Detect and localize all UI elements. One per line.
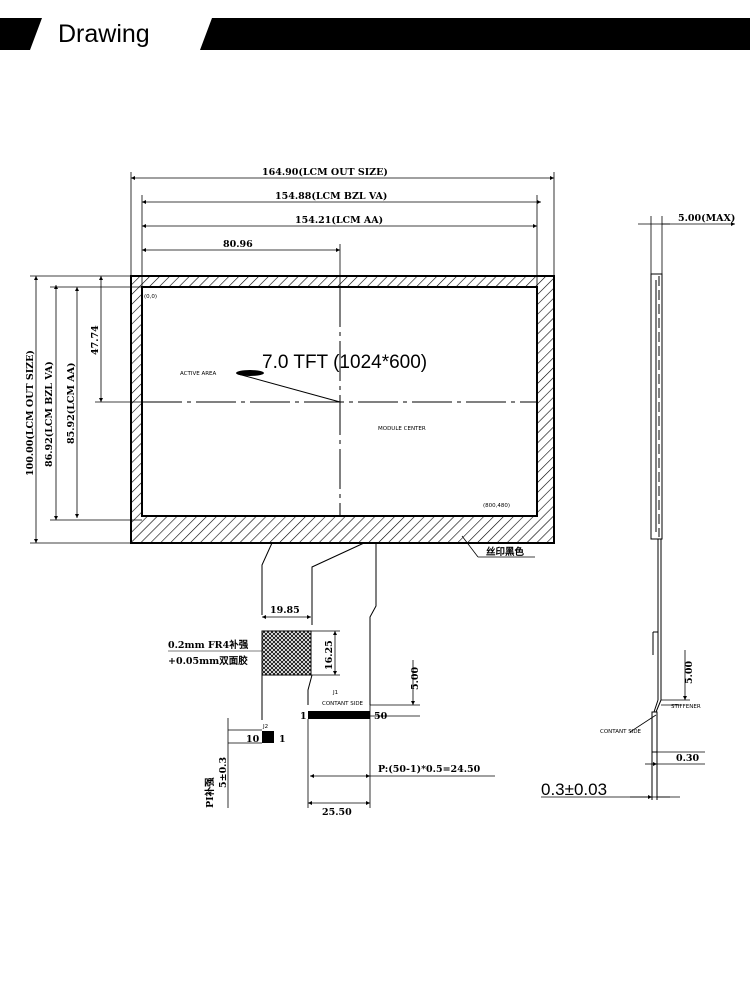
dim-fpc-to-conn: 5.00	[410, 666, 421, 690]
j2-connector	[262, 731, 274, 743]
header-tab	[30, 18, 212, 50]
fpc-tail	[261, 542, 377, 720]
dim-aa-height: 85.92(LCM AA)	[66, 362, 77, 444]
dim-lcm-out-height: 100.00(LCM OUT SIZE)	[25, 350, 36, 476]
pi-stiffener-lines	[227, 718, 262, 808]
dim-conn-width: 25.50	[322, 807, 352, 818]
side-view	[650, 273, 663, 800]
left-dimensions	[30, 275, 142, 544]
dim-side-5: 5.00	[684, 660, 695, 684]
pi-stiffener-note: PI补强	[204, 777, 216, 808]
j1-connector	[308, 711, 370, 719]
j1-label: J1	[332, 690, 338, 696]
dim-stiffener-w: 19.85	[270, 605, 300, 616]
j2-pin1-label: 1	[279, 734, 286, 745]
origin-label: (0,0)	[144, 294, 157, 300]
active-area-label: ACTIVE AREA	[180, 371, 217, 377]
contact-side-label-2: CONTANT SIDE	[600, 729, 642, 735]
dim-bzl-va-width: 154.88(LCM BZL VA)	[275, 191, 387, 202]
top-dimensions	[130, 172, 555, 287]
active-area-marker	[236, 370, 264, 376]
tape2-note: +0.05mm双面胶	[168, 655, 248, 667]
dim-stiffener-h: 16.25	[324, 640, 335, 670]
product-title: 7.0 TFT (1024*600)	[262, 352, 427, 373]
contact-side-label: CONTANT SIDE	[322, 701, 364, 707]
dim-lcm-out-width: 164.90(LCM OUT SIZE)	[262, 167, 388, 178]
fr4-note: 0.2mm FR4补强	[168, 639, 249, 651]
dim-side-030: 0.30	[676, 753, 700, 764]
center-lines	[142, 287, 537, 516]
dim-aa-width: 154.21(LCM AA)	[295, 215, 383, 226]
tape-note: 丝印黑色	[486, 546, 525, 558]
pi-stiffener-size: 5±0.3	[218, 757, 229, 788]
pin50-label: 50	[374, 711, 388, 722]
bottom-dimensions	[307, 705, 495, 808]
dim-center-y: 47.74	[90, 325, 101, 355]
header-title: Drawing	[58, 20, 150, 48]
side-dimensions	[541, 216, 735, 799]
module-center-label: MODULE CENTER	[378, 426, 426, 432]
stiffener-label: STIFFENER	[671, 704, 701, 710]
dim-pitch: P:(50-1)*0.5=24.50	[378, 764, 481, 775]
pin1-label: 1	[300, 711, 307, 722]
dim-center-x: 80.96	[223, 239, 253, 250]
j2-pin10-label: 10	[246, 734, 260, 745]
j2-label: J2	[262, 724, 268, 730]
tape-leader	[461, 535, 479, 558]
corner-label: (800,480)	[483, 503, 510, 509]
dim-side-max: 5.00(MAX)	[678, 213, 735, 224]
fr4-stiffener	[261, 630, 312, 676]
dim-bzl-va-height: 86.92(LCM BZL VA)	[44, 361, 55, 467]
dim-thickness: 0.3±0.03	[541, 780, 607, 799]
